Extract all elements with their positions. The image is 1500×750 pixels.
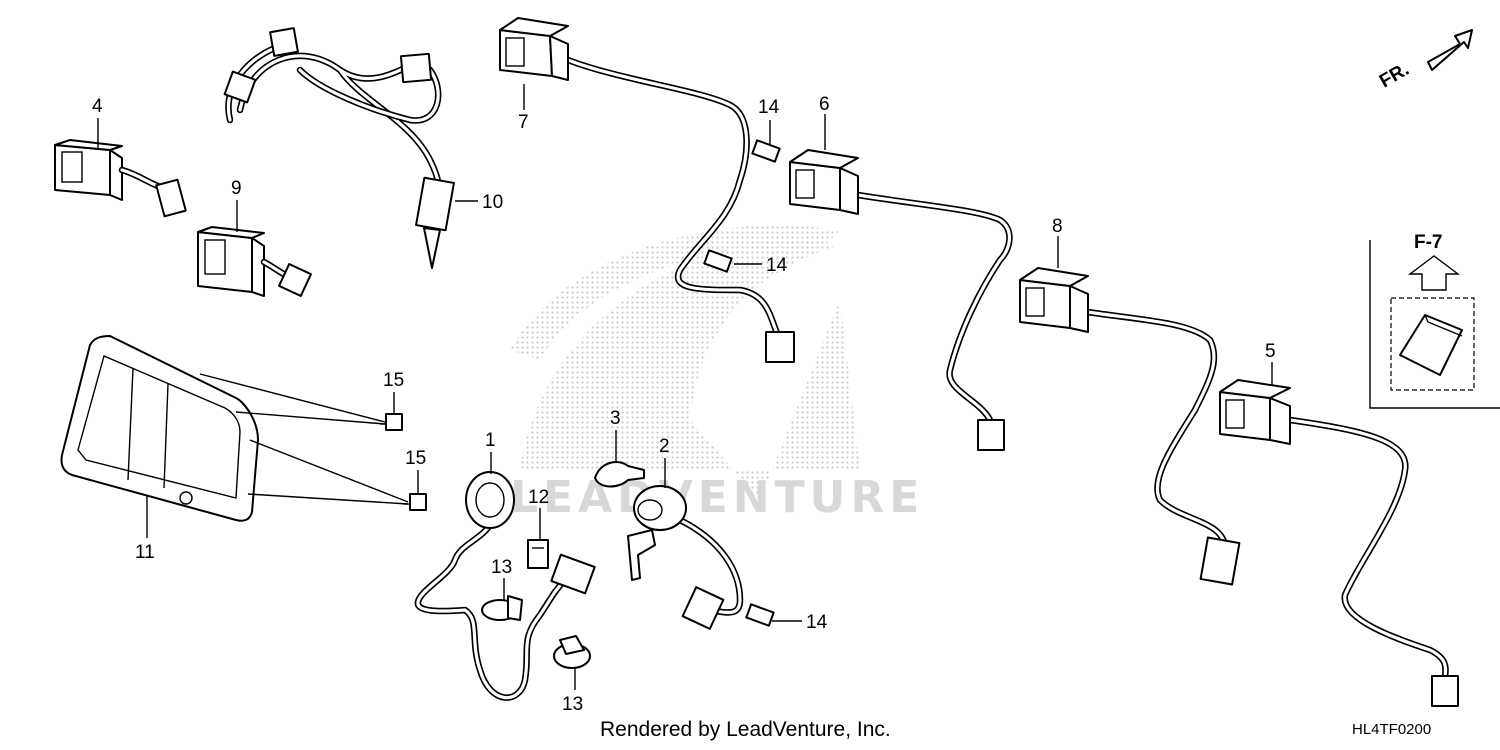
inset-reference-box: F-7 — [1369, 232, 1500, 409]
callout-13-lower: 13 — [562, 694, 583, 715]
callout-14-middle: 14 — [766, 255, 788, 276]
part-15-bolt-upper — [380, 413, 403, 431]
part-14-connector-middle — [703, 249, 733, 273]
callout-15-upper: 15 — [383, 370, 404, 391]
diagram-code: HL4TF0200 — [1352, 721, 1432, 738]
callout-2: 2 — [659, 436, 670, 457]
credit-text: Rendered by LeadVenture, Inc. — [600, 718, 891, 741]
front-indicator: FR. — [1376, 29, 1473, 92]
part-14-connector-top — [751, 139, 781, 163]
part-4-switch — [54, 139, 187, 218]
part-12-connector — [527, 539, 549, 569]
part-13-clip-upper — [481, 595, 523, 621]
watermark-text: LEADVENTURE — [510, 472, 924, 523]
arrow-front-icon — [1427, 29, 1473, 71]
part-10-wire-harness — [223, 27, 455, 269]
callout-6: 6 — [819, 94, 830, 115]
callout-11: 11 — [135, 542, 155, 563]
callout-4: 4 — [92, 96, 103, 117]
callout-1: 1 — [485, 430, 496, 451]
inset-label: F-7 — [1414, 232, 1443, 253]
callout-8: 8 — [1052, 216, 1063, 237]
callout-5: 5 — [1265, 341, 1276, 362]
part-14-connector-bottom — [745, 603, 775, 627]
callout-13-upper: 13 — [491, 557, 512, 578]
callout-10: 10 — [482, 192, 503, 213]
watermark: LEADVENTURE — [510, 225, 924, 523]
part-13-clip-lower — [553, 635, 591, 669]
part-3-key — [594, 461, 645, 488]
part-1-switch-harness — [414, 471, 596, 701]
part-9-switch — [197, 226, 312, 297]
part-8-switch-harness — [1019, 267, 1241, 586]
callout-12: 12 — [528, 487, 549, 508]
part-5-switch-harness — [1219, 379, 1459, 707]
callout-14-bottom: 14 — [806, 612, 828, 633]
arrow-up-icon — [1407, 255, 1461, 291]
callout-7: 7 — [518, 112, 529, 133]
callout-9: 9 — [231, 178, 242, 199]
callout-3: 3 — [610, 408, 621, 429]
part-2-ignition-switch — [627, 485, 744, 630]
part-11-meter — [60, 335, 259, 522]
callout-15-lower: 15 — [405, 448, 426, 469]
callout-14-top: 14 — [758, 97, 780, 118]
front-label: FR. — [1376, 59, 1413, 92]
part-15-bolt-lower — [403, 493, 427, 511]
part-6-switch-harness — [789, 149, 1013, 451]
part-7-switch-harness — [499, 17, 795, 363]
